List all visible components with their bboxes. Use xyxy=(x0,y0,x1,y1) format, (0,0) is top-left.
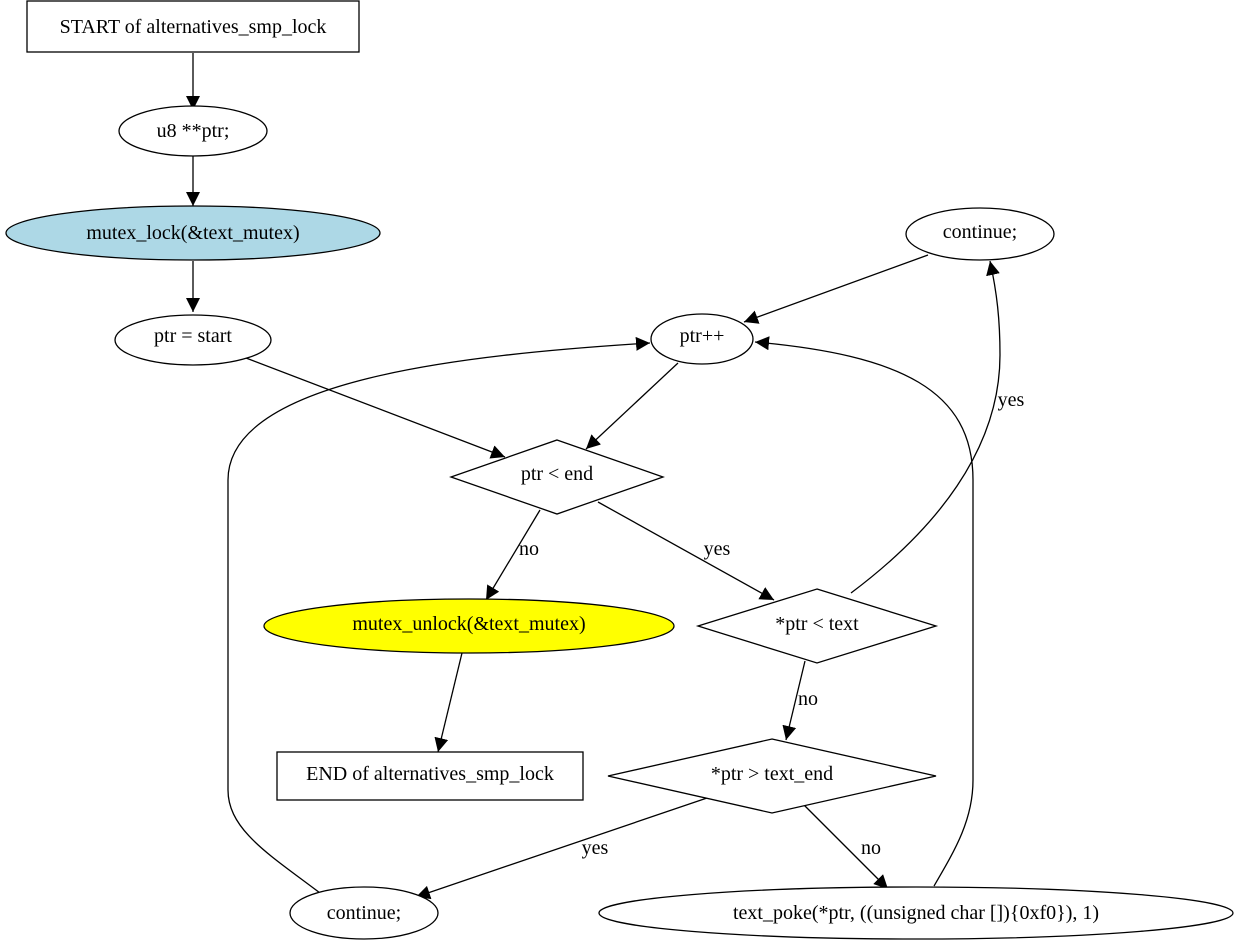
node-start: START of alternatives_smp_lock xyxy=(26,0,360,53)
edge-cond-text-end-poke xyxy=(803,804,889,890)
cont-bottom-ellipse xyxy=(289,886,439,940)
start-label: START of alternatives_smp_lock xyxy=(60,16,327,38)
edge-labels: no yes yes no yes no xyxy=(519,389,1025,859)
poke-label: text_poke(*ptr, ((unsigned char []){0xf0… xyxy=(733,902,1099,924)
cond-text-label: *ptr < text xyxy=(775,613,859,635)
node-lock: mutex_lock(&text_mutex) xyxy=(5,205,381,261)
node-cont-top: continue; xyxy=(905,207,1055,261)
edge-poke-incr xyxy=(754,336,974,887)
node-end: END of alternatives_smp_lock xyxy=(276,751,584,801)
edge-cont-top-incr xyxy=(743,254,929,324)
incr-label: ptr++ xyxy=(680,325,725,347)
decl-ellipse xyxy=(118,105,268,157)
edge-label-cond-end-no: no xyxy=(519,538,539,560)
node-incr: ptr++ xyxy=(650,313,754,365)
node-cond-text: *ptr < text xyxy=(695,588,939,664)
unlock-label: mutex_unlock(&text_mutex) xyxy=(352,613,585,635)
edge-init-cond-end xyxy=(245,357,506,459)
edge-cond-end-unlock xyxy=(485,509,541,601)
edge-label-cond-end-yes: yes xyxy=(704,538,731,560)
cond-text-diamond xyxy=(695,588,939,664)
decl-label: u8 **ptr; xyxy=(157,120,230,142)
edge-cont-bottom-incr xyxy=(227,336,651,894)
cond-end-label: ptr < end xyxy=(521,463,593,485)
incr-ellipse xyxy=(650,313,754,365)
node-cont-bottom: continue; xyxy=(289,886,439,940)
node-init: ptr = start xyxy=(114,314,272,366)
edge-cond-end-cond-text xyxy=(597,501,775,601)
cond-end-diamond xyxy=(449,439,665,515)
lock-label: mutex_lock(&text_mutex) xyxy=(86,222,299,244)
cont-top-ellipse xyxy=(905,207,1055,261)
edge-cond-text-end-cont-bottom xyxy=(415,797,708,900)
end-label: END of alternatives_smp_lock xyxy=(306,763,554,785)
edge-label-cond-text-no: no xyxy=(798,688,818,710)
edge-cond-text-cont-top xyxy=(850,260,1001,594)
lock-ellipse xyxy=(5,205,381,261)
edge-label-cond-text-end-no: no xyxy=(861,837,881,859)
edge-label-cond-text-yes: yes xyxy=(998,389,1025,411)
node-poke: text_poke(*ptr, ((unsigned char []){0xf0… xyxy=(598,886,1234,940)
init-label: ptr = start xyxy=(154,325,232,347)
unlock-ellipse xyxy=(263,598,675,654)
cont-top-label: continue; xyxy=(943,221,1017,243)
end-box xyxy=(276,751,584,801)
cont-bottom-label: continue; xyxy=(327,902,401,924)
edges xyxy=(186,53,1001,900)
edge-label-cond-text-end-yes: yes xyxy=(582,837,609,859)
node-decl: u8 **ptr; xyxy=(118,105,268,157)
start-box xyxy=(26,0,360,53)
node-cond-end: ptr < end xyxy=(449,439,665,515)
node-unlock: mutex_unlock(&text_mutex) xyxy=(263,598,675,654)
poke-ellipse xyxy=(598,886,1234,940)
edge-incr-cond-end xyxy=(585,362,679,450)
node-cond-text-end: *ptr > text_end xyxy=(607,738,937,814)
cond-text-end-diamond xyxy=(607,738,937,814)
edge-cond-text-cond-text-end xyxy=(782,660,806,741)
edge-unlock-end xyxy=(434,652,463,753)
init-ellipse xyxy=(114,314,272,366)
cond-text-end-label: *ptr > text_end xyxy=(711,763,833,785)
